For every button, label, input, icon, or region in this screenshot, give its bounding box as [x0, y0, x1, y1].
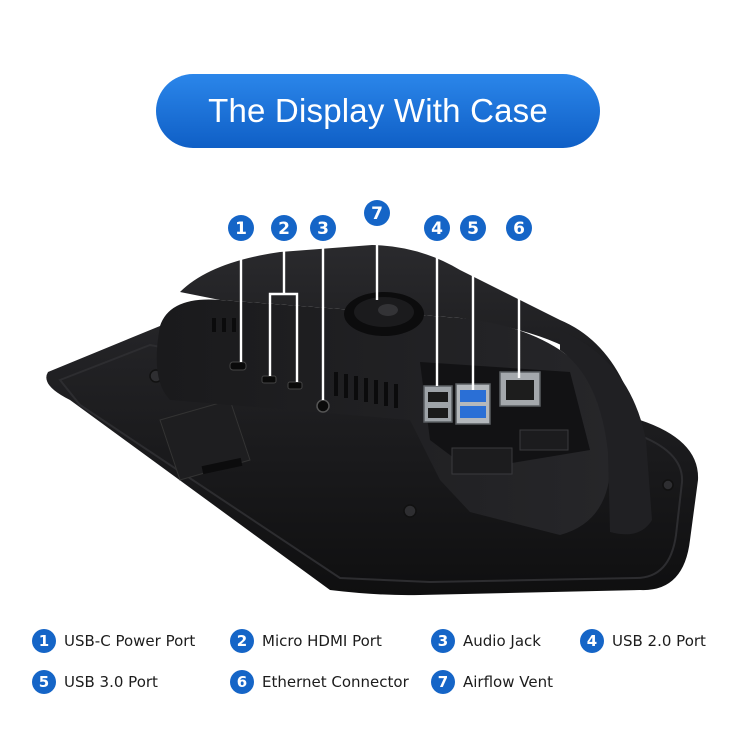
legend-item-usb-2: 4 USB 2.0 Port: [580, 628, 706, 654]
legend-label: Airflow Vent: [463, 673, 553, 691]
legend-label: USB 2.0 Port: [612, 632, 706, 650]
legend-label: USB 3.0 Port: [64, 673, 158, 691]
callout-1: 1: [228, 215, 254, 241]
callout-lines: [239, 226, 521, 400]
legend-item-usb-3: 5 USB 3.0 Port: [32, 669, 158, 695]
usb-2-port: [423, 385, 453, 423]
legend-item-airflow-vent: 7 Airflow Vent: [431, 669, 553, 695]
legend-badge: 4: [580, 629, 604, 653]
callout-4: 4: [424, 215, 450, 241]
legend-badge: 2: [230, 629, 254, 653]
svg-text:7: 7: [371, 204, 383, 224]
callout-2: 2: [271, 215, 297, 241]
usb-c-port: [229, 361, 247, 371]
legend-badge: 6: [230, 670, 254, 694]
usb-3-port: [455, 383, 491, 425]
micro-hdmi-port-1: [261, 375, 277, 384]
legend-label: Micro HDMI Port: [262, 632, 382, 650]
page-title: The Display With Case: [208, 92, 548, 129]
svg-text:1: 1: [235, 219, 247, 239]
svg-text:4: 4: [431, 219, 443, 239]
legend-label: Audio Jack: [463, 632, 541, 650]
legend-badge: 5: [32, 670, 56, 694]
svg-text:2: 2: [278, 219, 290, 239]
legend-item-audio-jack: 3 Audio Jack: [431, 628, 541, 654]
legend-badge: 7: [431, 670, 455, 694]
product-illustration: 1 2 3 7 4 5 6: [46, 200, 699, 596]
legend-badge: 1: [32, 629, 56, 653]
legend: 1 USB-C Power Port 2 Micro HDMI Port 3 A…: [0, 620, 750, 710]
audio-jack-port: [316, 399, 330, 413]
title-banner: The Display With Case: [156, 74, 600, 148]
legend-label: USB-C Power Port: [64, 632, 196, 650]
legend-badge: 3: [431, 629, 455, 653]
base-screw-bottom: [403, 504, 417, 518]
micro-hdmi-port-2: [287, 381, 303, 390]
callout-7: 7: [364, 200, 390, 226]
legend-item-usb-c: 1 USB-C Power Port: [32, 628, 195, 654]
svg-text:6: 6: [513, 219, 525, 239]
base-screw-right: [662, 479, 674, 491]
svg-text:5: 5: [467, 219, 479, 239]
svg-text:3: 3: [317, 219, 329, 239]
legend-item-ethernet: 6 Ethernet Connector: [230, 669, 409, 695]
case-top: [180, 245, 640, 430]
callout-6: 6: [506, 215, 532, 241]
callout-3: 3: [310, 215, 336, 241]
legend-label: Ethernet Connector: [262, 673, 409, 691]
callout-5: 5: [460, 215, 486, 241]
legend-item-micro-hdmi: 2 Micro HDMI Port: [230, 628, 382, 654]
front-vents: [212, 318, 398, 408]
